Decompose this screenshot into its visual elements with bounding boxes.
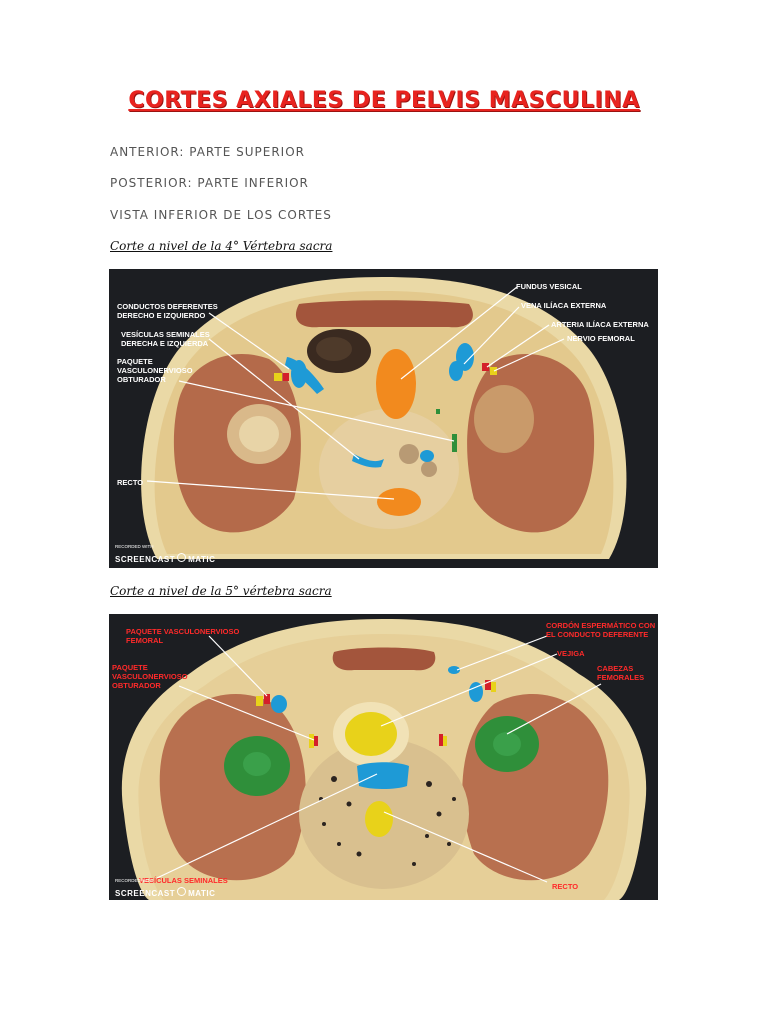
label-conductos-deferentes: CONDUCTOS DEFERENTES DERECHO E IZQUIERDO [117,302,218,320]
label-paquete-femoral: PAQUETE VASCULONERVIOSO FEMORAL [126,627,240,645]
screencast-watermark: RECORDED WITH SCREENCAST MATIC [115,878,215,900]
screencast-watermark: RECORDED WITH SCREENCAST MATIC [115,544,215,567]
orientation-anterior: ANTERIOR: PARTE SUPERIOR [110,145,305,159]
label-vejiga: VEJIGA [557,649,585,658]
watermark-left: SCREENCAST [115,889,176,898]
label-vesiculas-seminales: VESÍCULAS SEMINALES DERECHA E IZQUIERDA [121,330,210,348]
page-title: CORTES AXIALES DE PELVIS MASCULINA [128,88,640,113]
label-vesiculas-seminales: VESÍCULAS SEMINALES [139,876,228,885]
label-vena-iliaca: VENA ILÍACA EXTERNA [521,301,607,310]
section-heading-s4: Corte a nivel de la 4° Vértebra sacra [110,239,333,253]
label-recto: RECTO [117,478,144,487]
label-cabezas-femorales: CABEZAS FEMORALES [597,664,645,682]
orientation-view: VISTA INFERIOR DE LOS CORTES [110,208,332,222]
label-cordon-espermatico: CORDÓN ESPERMÁTICO CON EL CONDUCTO DEFER… [546,621,656,639]
label-fundus-vesical: FUNDUS VESICAL [516,282,582,291]
label-paquete-obturador: PAQUETE VASCULONERVIOSO OBTURADOR [117,357,193,384]
watermark-record-icon [177,887,187,897]
watermark-small: RECORDED WITH [115,878,154,883]
axial-section-s5-image: PAQUETE VASCULONERVIOSO FEMORAL PAQUETE … [109,614,658,900]
watermark-record-icon [177,553,187,563]
label-paquete-obturador: PAQUETE VASCULONERVIOSO OBTURADOR [112,663,188,690]
watermark-small: RECORDED WITH [115,544,154,549]
watermark-right: MATIC [188,555,216,564]
label-nervio-femoral: NERVIO FEMORAL [567,334,635,343]
orientation-posterior: POSTERIOR: PARTE INFERIOR [110,176,309,190]
section-heading-s5: Corte a nivel de la 5° vértebra sacra [110,584,332,598]
label-arteria-iliaca: ARTERIA ILÍACA EXTERNA [551,320,649,329]
axial-section-s4-image: CONDUCTOS DEFERENTES DERECHO E IZQUIERDO… [109,269,658,568]
watermark-left: SCREENCAST [115,555,176,564]
label-recto: RECTO [552,882,579,891]
watermark-right: MATIC [188,889,216,898]
axial-section-s5-illustration [121,619,647,900]
axial-section-s4-illustration [141,277,627,559]
